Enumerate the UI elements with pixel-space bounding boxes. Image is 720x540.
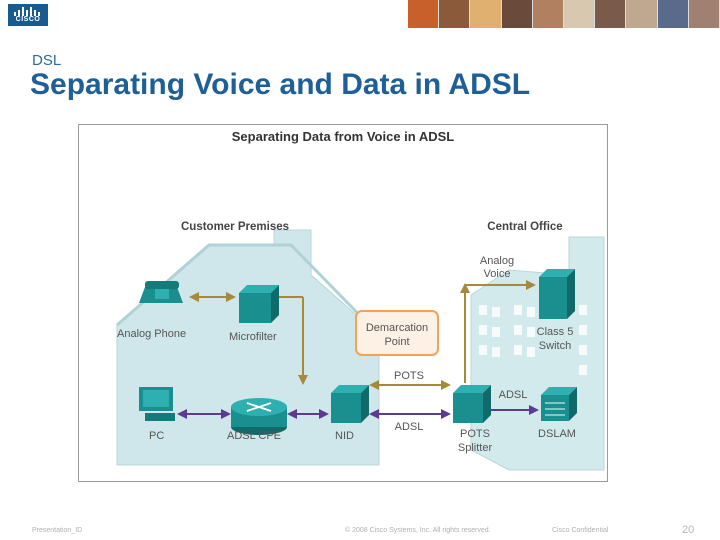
adsl-line-label: ADSL xyxy=(395,421,424,433)
analog-voice-label-line2: Voice xyxy=(484,268,511,280)
demarcation-box xyxy=(355,310,439,356)
diagram-figure: Separating Data from Voice in ADSL Custo… xyxy=(78,124,608,482)
nid-icon xyxy=(331,385,369,423)
central-office-label: Central Office xyxy=(487,221,562,233)
demarcation-label-line2: Point xyxy=(384,336,409,348)
footer-presentation-id: Presentation_ID xyxy=(32,527,83,534)
page-number: 20 xyxy=(682,524,695,536)
adsl-cpe-router-icon xyxy=(231,398,287,435)
pots-splitter-label-line2: Splitter xyxy=(458,442,493,454)
analog-phone-label: Analog Phone xyxy=(117,328,186,340)
nid-label: NID xyxy=(335,430,354,442)
pots-splitter-label-line1: POTS xyxy=(460,428,490,440)
adsl-cpe-label: ADSL CPE xyxy=(227,430,281,442)
dslam-label: DSLAM xyxy=(538,428,576,440)
dslam-icon xyxy=(541,387,577,421)
pc-label: PC xyxy=(149,430,164,442)
top-banner: CISCO xyxy=(0,0,720,28)
microfilter-label: Microfilter xyxy=(229,331,277,343)
diagram-title: Separating Data from Voice in ADSL xyxy=(232,129,455,144)
demarcation-label-line1: Demarcation xyxy=(366,322,428,334)
pc-icon xyxy=(139,387,175,421)
building-windows xyxy=(479,305,587,375)
analog-phone-icon xyxy=(139,281,183,303)
footer-copyright: © 2008 Cisco Systems, Inc. All rights re… xyxy=(345,527,491,534)
logo-text: CISCO xyxy=(15,16,41,23)
pots-line-label: POTS xyxy=(394,370,424,382)
pots-splitter-icon xyxy=(453,385,491,423)
cisco-bars-icon xyxy=(14,7,42,16)
class5-switch-icon xyxy=(539,269,575,319)
diagram-svg: Separating Data from Voice in ADSL Custo… xyxy=(116,129,605,471)
microfilter-icon xyxy=(239,285,279,323)
class5-label-line2: Switch xyxy=(539,340,571,352)
photo-strip xyxy=(408,0,720,28)
class5-label-line1: Class 5 xyxy=(537,326,574,338)
customer-premises-label: Customer Premises xyxy=(181,221,289,233)
cisco-logo: CISCO xyxy=(8,4,48,26)
adsl-co-label: ADSL xyxy=(499,389,528,401)
page-title: Separating Voice and Data in ADSL xyxy=(30,68,531,101)
analog-voice-label-line1: Analog xyxy=(480,255,514,267)
section-label: DSL xyxy=(32,52,62,69)
footer-confidential: Cisco Confidential xyxy=(552,527,609,534)
